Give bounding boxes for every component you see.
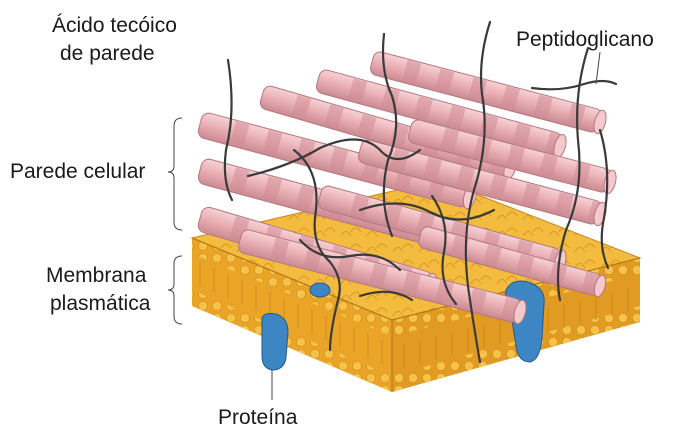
cell-wall-label: Parede celular <box>10 160 145 183</box>
protein-left <box>261 313 289 371</box>
strand <box>530 79 618 91</box>
peptidoglycan-leader <box>595 51 601 85</box>
peptidoglycan-label: Peptidoglicano <box>516 28 654 51</box>
strand <box>464 20 492 364</box>
peptidoglycan-layer <box>197 51 617 325</box>
strand <box>246 138 422 178</box>
peptidoglycan-rod <box>408 119 617 195</box>
strand <box>598 128 610 270</box>
plasma-membrane-label-line2: plasmática <box>50 292 151 315</box>
membrane-bracket <box>167 255 183 325</box>
strand <box>556 46 590 302</box>
peptidoglycan-rod <box>315 69 567 159</box>
strand <box>358 290 414 302</box>
strand <box>358 202 496 221</box>
teichoic-acid-strands <box>223 20 618 364</box>
strand <box>292 148 341 352</box>
peptidoglycan-rod <box>370 51 607 135</box>
teichoic-acid-label-line2: de parede <box>60 42 155 65</box>
peptidoglycan-rod <box>358 139 607 227</box>
protein-label: Proteína <box>218 406 298 429</box>
membrane-left-face <box>192 238 392 392</box>
membrane-left-heads-top <box>192 238 392 336</box>
teichoic-acid-label: Ácido tecóico <box>52 14 177 37</box>
strand <box>223 58 234 202</box>
leader-lines <box>167 51 601 400</box>
cell-wall-bracket <box>167 117 183 231</box>
strand <box>381 32 398 238</box>
plasma-membrane-label: Membrana <box>46 264 147 287</box>
membrane-left-heads-bottom <box>192 290 392 392</box>
protein-small <box>309 282 331 298</box>
strand <box>298 238 402 272</box>
strand <box>430 194 458 306</box>
